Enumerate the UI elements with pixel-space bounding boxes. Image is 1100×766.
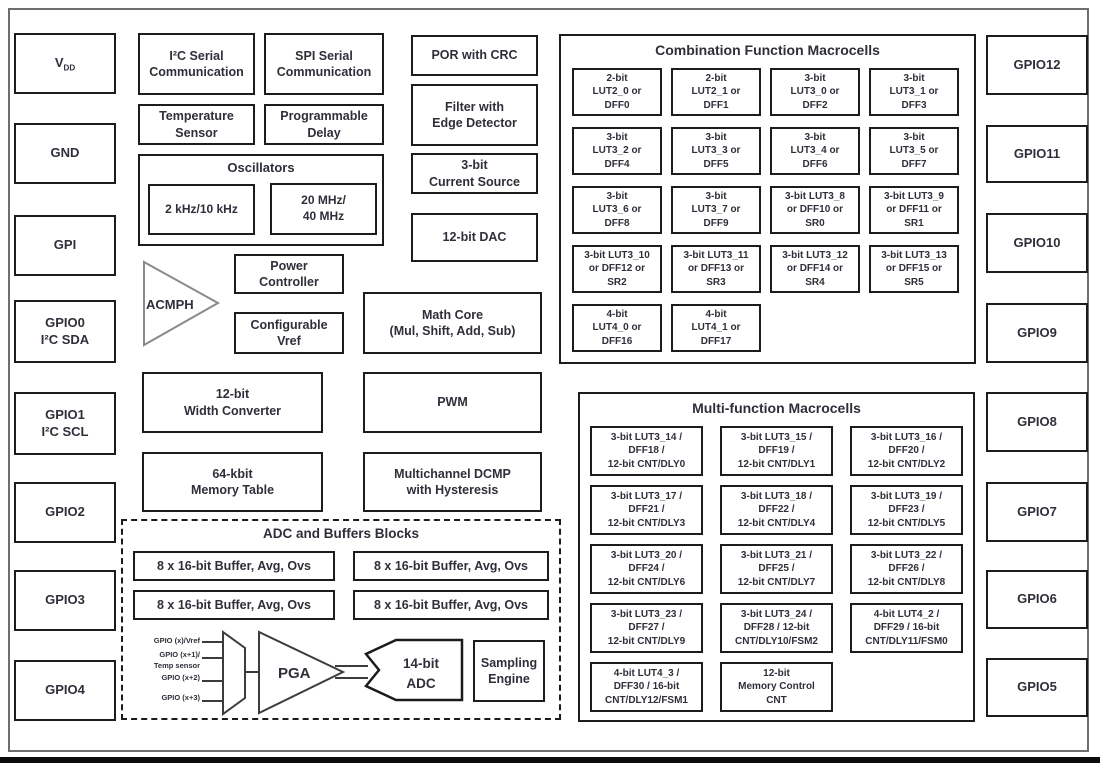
adc-input-label-x2: GPIO (x+2) bbox=[161, 673, 200, 682]
macrocell: 4-bit LUT4_2 / DFF29 / 16-bit CNT/DLY11/… bbox=[850, 603, 963, 653]
block-pwm: PWM bbox=[363, 372, 542, 433]
macrocell: 3-bit LUT3_19 / DFF23 / 12-bit CNT/DLY5 bbox=[850, 485, 963, 535]
buffer-block-1: 8 x 16-bit Buffer, Avg, Ovs bbox=[133, 551, 335, 581]
pin-gpio8: GPIO8 bbox=[986, 392, 1088, 452]
adc-input-label-x1: GPIO (x+1)/ bbox=[159, 650, 200, 659]
adc-shape bbox=[364, 638, 464, 702]
adc-label-line1: 14-bit bbox=[403, 656, 440, 671]
pin-gpio5: GPIO5 bbox=[986, 658, 1088, 717]
pin-gpio3: GPIO3 bbox=[14, 570, 116, 631]
mux-shape bbox=[222, 630, 246, 716]
adc-buffers-title: ADC and Buffers Blocks bbox=[262, 526, 420, 541]
block-spi-serial: SPI Serial Communication bbox=[264, 33, 384, 95]
adc-input-label-tempsensor: Temp sensor bbox=[153, 661, 200, 670]
block-dac: 12-bit DAC bbox=[411, 213, 538, 262]
macrocell: 4-bit LUT4_1 or DFF17 bbox=[671, 304, 761, 352]
macrocell: 3-bit LUT3_16 / DFF20 / 12-bit CNT/DLY2 bbox=[850, 426, 963, 476]
page-bottom-rule bbox=[0, 757, 1100, 763]
buffer-block-2: 8 x 16-bit Buffer, Avg, Ovs bbox=[353, 551, 549, 581]
pin-gpio11: GPIO11 bbox=[986, 125, 1088, 183]
pin-vdd: VDD bbox=[14, 33, 116, 94]
adc-frontend-drawing: PGA 14-bit ADC bbox=[202, 630, 464, 716]
block-oscillators: Oscillators 2 kHz/10 kHz 20 MHz/ 40 MHz bbox=[138, 154, 384, 246]
macrocell: 3-bit LUT3_5 or DFF7 bbox=[869, 127, 959, 175]
pin-gpio7: GPIO7 bbox=[986, 482, 1088, 542]
macrocell: 3-bit LUT3_15 / DFF19 / 12-bit CNT/DLY1 bbox=[720, 426, 833, 476]
pin-gpio9: GPIO9 bbox=[986, 303, 1088, 363]
pin-vdd-label: VDD bbox=[54, 54, 76, 73]
multifunction-macrocells-section: Multi-function Macrocells 3-bit LUT3_14 … bbox=[578, 392, 975, 722]
block-osc-low-freq: 2 kHz/10 kHz bbox=[148, 184, 255, 235]
adc-input-label-x3: GPIO (x+3) bbox=[161, 693, 200, 702]
adc-label-line2: ADC bbox=[406, 676, 435, 691]
pga-triangle bbox=[258, 630, 346, 715]
block-por-crc: POR with CRC bbox=[411, 35, 538, 76]
block-i2c-serial: I²C Serial Communication bbox=[138, 33, 255, 95]
block-temperature-sensor: Temperature Sensor bbox=[138, 104, 255, 145]
macrocell: 4-bit LUT4_3 / DFF30 / 16-bit CNT/DLY12/… bbox=[590, 662, 703, 712]
macrocell: 4-bit LUT4_0 or DFF16 bbox=[572, 304, 662, 352]
macrocell: 3-bit LUT3_6 or DFF8 bbox=[572, 186, 662, 234]
macrocell: 3-bit LUT3_9 or DFF11 or SR1 bbox=[869, 186, 959, 234]
pin-gnd: GND bbox=[14, 123, 116, 184]
block-configurable-vref: Configurable Vref bbox=[234, 312, 344, 354]
block-programmable-delay: Programmable Delay bbox=[264, 104, 384, 145]
macrocell: 3-bit LUT3_14 / DFF18 / 12-bit CNT/DLY0 bbox=[590, 426, 703, 476]
macrocell: 3-bit LUT3_20 / DFF24 / 12-bit CNT/DLY6 bbox=[590, 544, 703, 594]
macrocell: 3-bit LUT3_11 or DFF13 or SR3 bbox=[671, 245, 761, 293]
block-current-source: 3-bit Current Source bbox=[411, 153, 538, 194]
macrocell: 3-bit LUT3_17 / DFF21 / 12-bit CNT/DLY3 bbox=[590, 485, 703, 535]
adc-input-label-vref: GPIO (x)/Vref bbox=[153, 636, 200, 645]
macrocell: 12-bit Memory Control CNT bbox=[720, 662, 833, 712]
acmph-comparator-triangle: ACMPH bbox=[143, 260, 221, 347]
block-width-converter: 12-bit Width Converter bbox=[142, 372, 323, 433]
block-math-core: Math Core (Mul, Shift, Add, Sub) bbox=[363, 292, 542, 354]
pin-gpio0-sda: GPIO0 I²C SDA bbox=[14, 300, 116, 363]
pga-label: PGA bbox=[278, 665, 311, 682]
multifunction-macrocells-title: Multi-function Macrocells bbox=[692, 400, 861, 416]
macrocell: 3-bit LUT3_1 or DFF3 bbox=[869, 68, 959, 116]
macrocell: 3-bit LUT3_21 / DFF25 / 12-bit CNT/DLY7 bbox=[720, 544, 833, 594]
block-dcmp: Multichannel DCMP with Hysteresis bbox=[363, 452, 542, 512]
macrocell: 3-bit LUT3_22 / DFF26 / 12-bit CNT/DLY8 bbox=[850, 544, 963, 594]
block-sampling-engine: Sampling Engine bbox=[473, 640, 545, 702]
combination-macrocells-title: Combination Function Macrocells bbox=[655, 42, 880, 58]
block-osc-high-freq: 20 MHz/ 40 MHz bbox=[270, 183, 377, 235]
macrocell: 3-bit LUT3_7 or DFF9 bbox=[671, 186, 761, 234]
pin-gpio4: GPIO4 bbox=[14, 660, 116, 721]
macrocell: 3-bit LUT3_0 or DFF2 bbox=[770, 68, 860, 116]
block-power-controller: Power Controller bbox=[234, 254, 344, 294]
macrocell: 3-bit LUT3_10 or DFF12 or SR2 bbox=[572, 245, 662, 293]
pin-gpio12: GPIO12 bbox=[986, 35, 1088, 95]
oscillators-title: Oscillators bbox=[227, 160, 295, 175]
block-memory-table: 64-kbit Memory Table bbox=[142, 452, 323, 512]
pin-gpio2: GPIO2 bbox=[14, 482, 116, 543]
pin-gpio1-scl: GPIO1 I²C SCL bbox=[14, 392, 116, 455]
macrocell: 3-bit LUT3_12 or DFF14 or SR4 bbox=[770, 245, 860, 293]
macrocell: 3-bit LUT3_2 or DFF4 bbox=[572, 127, 662, 175]
pin-gpi: GPI bbox=[14, 215, 116, 276]
block-filter-edge-detector: Filter with Edge Detector bbox=[411, 84, 538, 146]
macrocell: 3-bit LUT3_4 or DFF6 bbox=[770, 127, 860, 175]
acmph-label: ACMPH bbox=[146, 297, 194, 312]
pin-gpio10: GPIO10 bbox=[986, 213, 1088, 273]
macrocell: 3-bit LUT3_13 or DFF15 or SR5 bbox=[869, 245, 959, 293]
macrocell: 3-bit LUT3_24 / DFF28 / 12-bit CNT/DLY10… bbox=[720, 603, 833, 653]
macrocell: 2-bit LUT2_0 or DFF0 bbox=[572, 68, 662, 116]
macrocell: 3-bit LUT3_3 or DFF5 bbox=[671, 127, 761, 175]
pin-gpio6: GPIO6 bbox=[986, 570, 1088, 629]
macrocell: 3-bit LUT3_23 / DFF27 / 12-bit CNT/DLY9 bbox=[590, 603, 703, 653]
macrocell: 3-bit LUT3_8 or DFF10 or SR0 bbox=[770, 186, 860, 234]
buffer-block-4: 8 x 16-bit Buffer, Avg, Ovs bbox=[353, 590, 549, 620]
macrocell: 2-bit LUT2_1 or DFF1 bbox=[671, 68, 761, 116]
macrocell: 3-bit LUT3_18 / DFF22 / 12-bit CNT/DLY4 bbox=[720, 485, 833, 535]
buffer-block-3: 8 x 16-bit Buffer, Avg, Ovs bbox=[133, 590, 335, 620]
combination-macrocells-section: Combination Function Macrocells 2-bit LU… bbox=[559, 34, 976, 364]
